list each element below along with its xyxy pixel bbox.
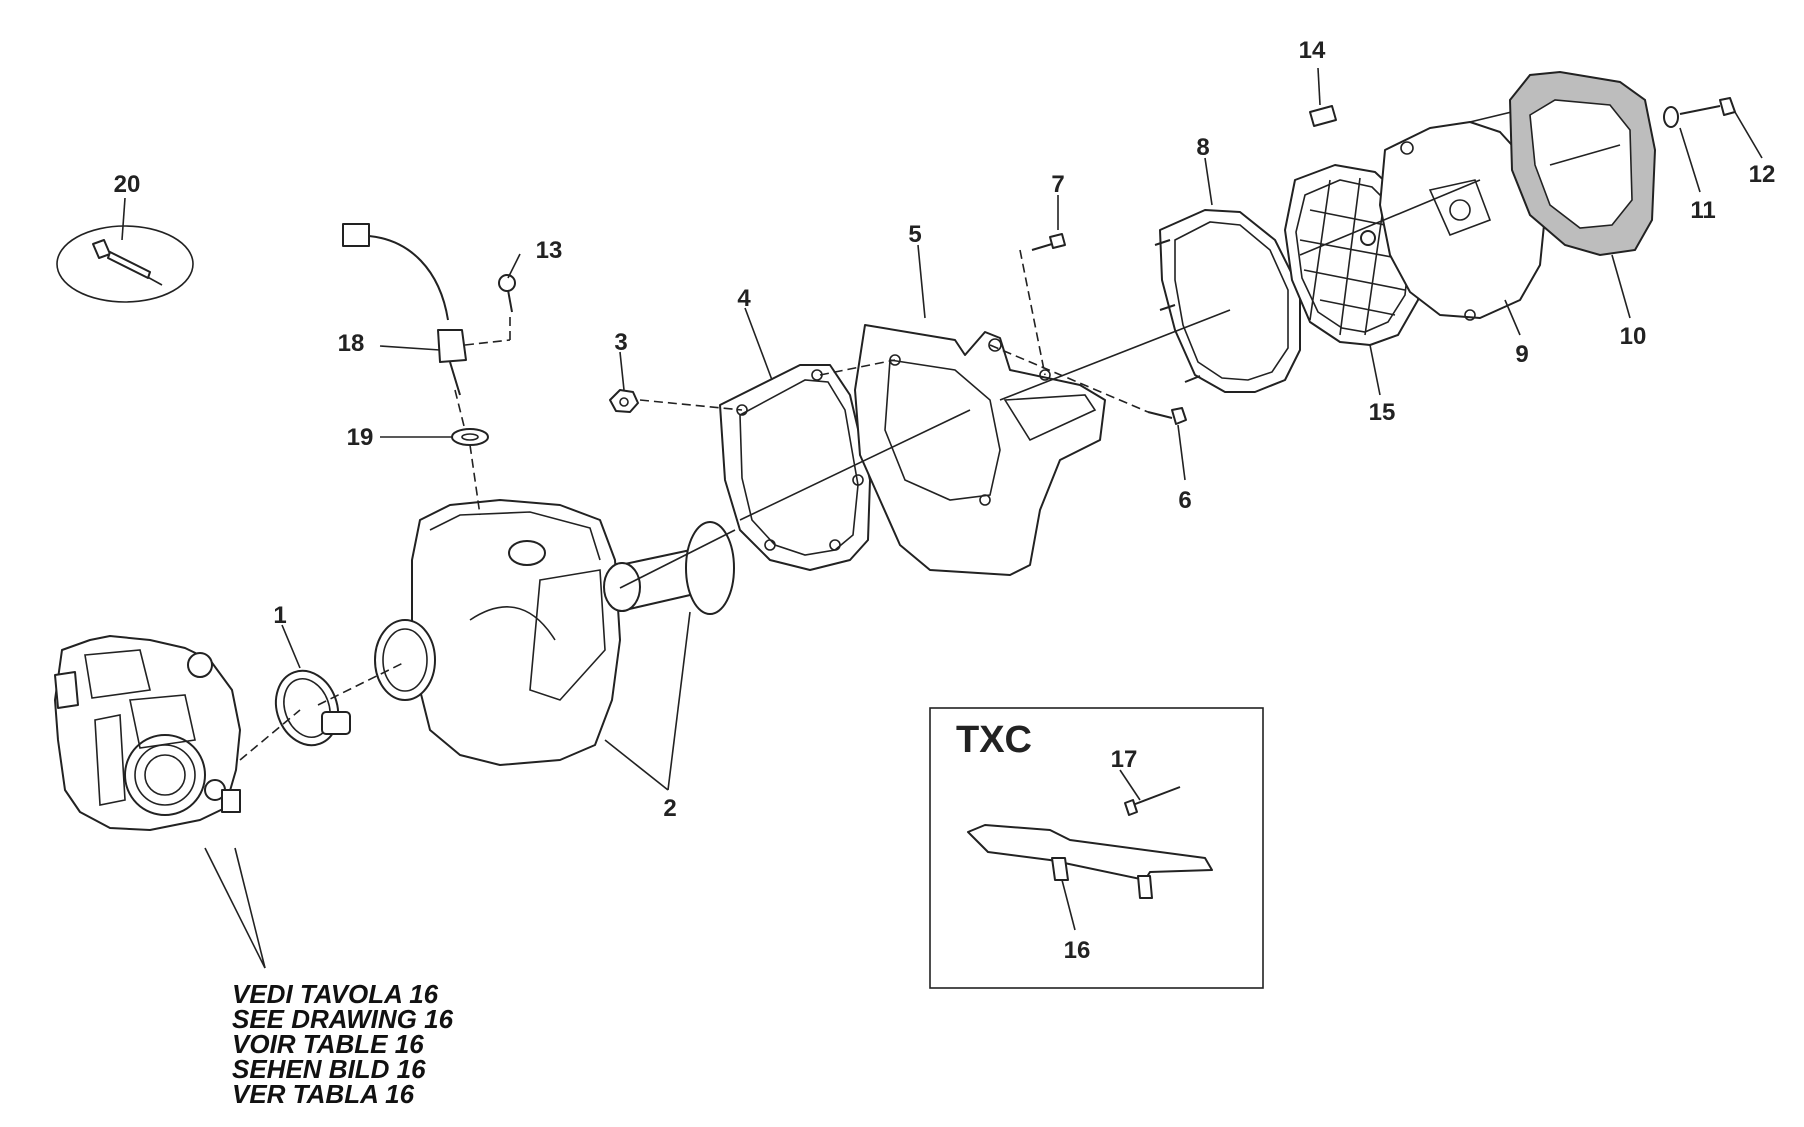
part-12-screw-drawing <box>1679 97 1736 116</box>
part-11-washer-drawing <box>1663 106 1679 128</box>
label-part-18: 18 <box>338 330 365 357</box>
label-part-2: 2 <box>663 795 676 822</box>
inset-title: TXC <box>956 719 1032 761</box>
reference-line-2: SEE DRAWING 16 <box>232 1004 454 1034</box>
label-part-5: 5 <box>908 221 921 248</box>
part-8-filter-frame-drawing <box>1154 209 1301 393</box>
throttle-body-drawing <box>54 635 241 831</box>
part-17-rivet-drawing <box>1124 786 1181 816</box>
part-1-hose-clamp-drawing <box>274 669 351 747</box>
label-part-12: 12 <box>1749 161 1776 188</box>
label-part-20: 20 <box>114 171 141 198</box>
assembly-lines <box>239 144 1621 761</box>
label-part-11: 11 <box>1690 197 1715 224</box>
part-labels: 1 2 3 4 5 6 7 8 9 10 11 12 13 14 15 16 1… <box>114 37 1776 964</box>
part-5-airbox-center-drawing <box>854 324 1106 576</box>
reference-line-1: VEDI TAVOLA 16 <box>232 979 439 1009</box>
part-13-screw-drawing <box>498 274 516 313</box>
label-part-4: 4 <box>737 285 751 312</box>
part-6-bolt-drawing <box>1147 407 1187 425</box>
leader-lines <box>121 67 1763 969</box>
part-3-nut-drawing <box>609 389 639 413</box>
label-part-7: 7 <box>1051 171 1064 198</box>
label-part-8: 8 <box>1196 134 1209 161</box>
label-part-19: 19 <box>347 424 374 451</box>
label-part-9: 9 <box>1515 341 1528 368</box>
label-part-13: 13 <box>536 237 563 264</box>
part-20-rivet-drawing <box>56 225 194 303</box>
txc-inset: TXC <box>929 707 1264 989</box>
part-14-clip-drawing <box>1309 105 1337 127</box>
label-part-10: 10 <box>1620 323 1647 350</box>
part-16-bracket-drawing <box>967 824 1213 899</box>
reference-line-3: VOIR TABLE 16 <box>232 1029 424 1059</box>
part-2-airbox-front-drawing <box>374 499 735 766</box>
part-18-sensor-drawing <box>342 223 467 396</box>
part-19-seal-drawing <box>451 428 489 446</box>
reference-line-5: VER TABLA 16 <box>232 1079 415 1109</box>
reference-line-4: SEHEN BILD 16 <box>232 1054 426 1084</box>
label-part-15: 15 <box>1369 399 1396 426</box>
part-4-gasket-drawing <box>719 364 871 571</box>
label-part-6: 6 <box>1178 487 1191 514</box>
part-7-bolt-drawing <box>1031 233 1066 251</box>
label-part-3: 3 <box>614 329 627 356</box>
label-part-17: 17 <box>1111 746 1138 773</box>
label-part-14: 14 <box>1299 37 1326 64</box>
label-part-16: 16 <box>1064 937 1091 964</box>
reference-note: VEDI TAVOLA 16 SEE DRAWING 16 VOIR TABLE… <box>232 979 454 1109</box>
label-part-1: 1 <box>273 602 286 629</box>
part-10-filter-cover-drawing <box>1508 70 1657 257</box>
